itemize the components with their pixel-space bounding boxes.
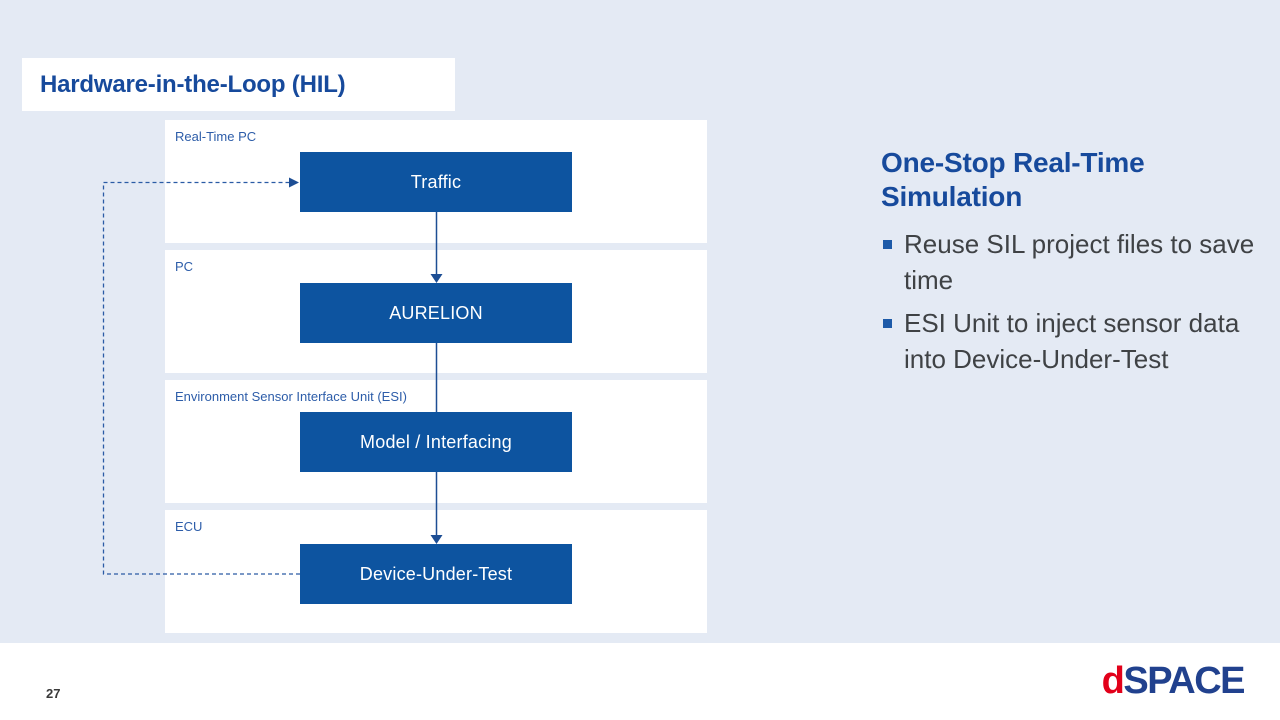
node-model-interfacing: Model / Interfacing bbox=[300, 412, 572, 472]
group-label: ECU bbox=[175, 519, 203, 534]
node-aurelion: AURELION bbox=[300, 283, 572, 343]
bullet-text: Reuse SIL project files to save time bbox=[904, 229, 1255, 296]
logo-letters-space: SPACE bbox=[1123, 660, 1245, 702]
slide-title: Hardware-in-the-Loop (HIL) bbox=[40, 71, 346, 98]
node-traffic: Traffic bbox=[300, 152, 572, 212]
panel-heading: One-Stop Real-Time Simulation bbox=[881, 147, 1145, 212]
group-label: Real-Time PC bbox=[175, 129, 257, 144]
group-label: PC bbox=[175, 259, 194, 274]
page-number: 27 bbox=[46, 686, 61, 701]
group-label: Environment Sensor Interface Unit (ESI) bbox=[175, 389, 407, 404]
key-points-panel: One-Stop Real-Time Simulation Reuse SIL … bbox=[881, 146, 1259, 385]
bullet-item: ESI Unit to inject sensor data into Devi… bbox=[881, 306, 1259, 378]
bullet-square-icon bbox=[883, 318, 892, 328]
dspace-logo: dSPACE bbox=[1101, 660, 1246, 702]
logo-letter-d: d bbox=[1101, 660, 1125, 702]
bullet-item: Reuse SIL project files to save time bbox=[881, 227, 1259, 299]
slide-title-box: Hardware-in-the-Loop (HIL) bbox=[22, 58, 455, 111]
bullet-text: ESI Unit to inject sensor data into Devi… bbox=[904, 307, 1240, 374]
node-device-under-test: Device-Under-Test bbox=[300, 544, 572, 604]
bullet-square-icon bbox=[883, 240, 892, 250]
